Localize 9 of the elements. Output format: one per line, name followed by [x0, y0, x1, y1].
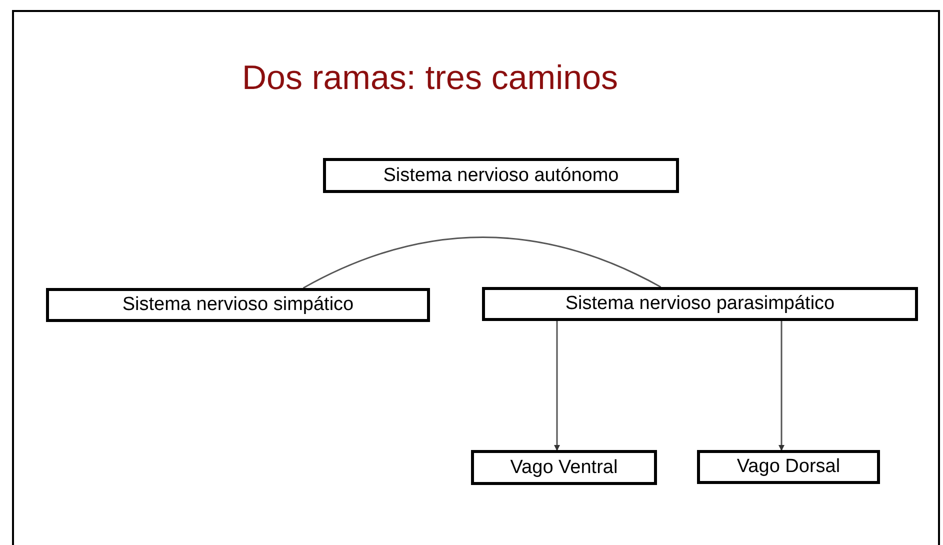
arrow	[554, 321, 560, 451]
text-box: Sistema nervioso autónomo	[323, 158, 679, 193]
title: Dos ramas: tres caminos	[242, 58, 618, 98]
connector-arc	[302, 236, 662, 289]
text-box: Vago Dorsal	[697, 450, 880, 484]
text-box: Sistema nervioso parasimpático	[482, 287, 918, 321]
text-box: Sistema nervioso simpático	[46, 288, 430, 322]
text-box: Vago Ventral	[471, 450, 657, 485]
arrow	[778, 321, 784, 451]
